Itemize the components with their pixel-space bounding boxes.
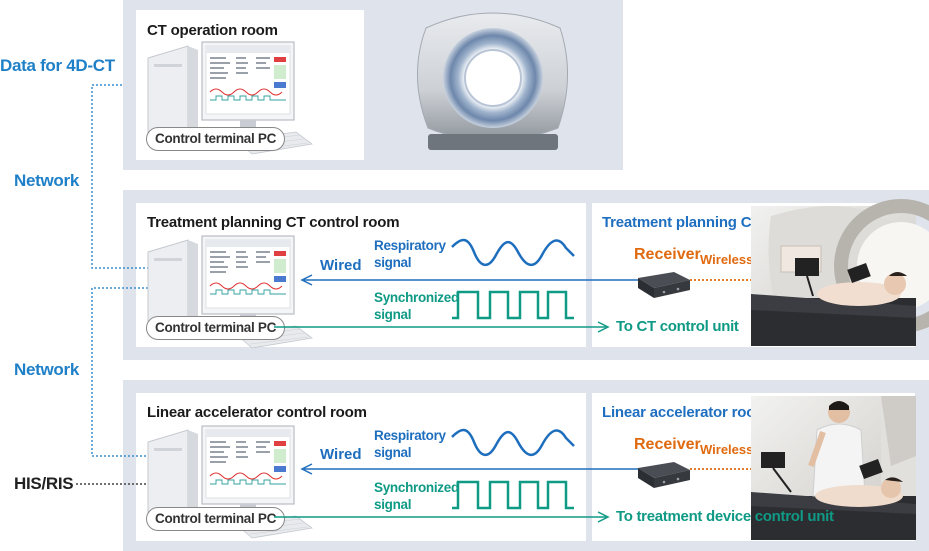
linac-room-title: Linear accelerator room — [602, 404, 769, 421]
planning-ct-room-photo — [751, 199, 929, 346]
planning-output-target-label: To CT control unit — [616, 318, 739, 335]
linac-control-pc-label: Control terminal PC — [146, 507, 286, 531]
linac-output-target-label: To treatment device control unit — [616, 508, 834, 525]
linac-receiver-device — [638, 462, 690, 488]
his-ris-label: HIS/RIS — [14, 474, 74, 493]
network-label-1: Network — [14, 171, 79, 190]
linac-wired-label: Wired — [320, 446, 362, 463]
planning-receiver-device — [638, 272, 690, 298]
ct-gantry-image — [416, 12, 569, 150]
linac-room-photo — [751, 396, 916, 540]
network-label-2: Network — [14, 360, 79, 379]
planning-control-room-title: Treatment planning CT control room — [147, 214, 400, 231]
planning-wired-label: Wired — [320, 257, 362, 274]
linac-wireless-label: Wireless — [700, 442, 754, 457]
planning-receiver-label: Receiver — [634, 246, 701, 263]
planning-wireless-label: Wireless — [700, 252, 754, 267]
ct-operation-room-title: CT operation room — [147, 22, 278, 39]
planning-control-pc-label: Control terminal PC — [146, 316, 286, 340]
linac-control-room-title: Linear accelerator control room — [147, 404, 367, 421]
ct-operation-pc-label: Control terminal PC — [146, 127, 286, 151]
data-for-4dct-label: Data for 4D-CT — [0, 56, 115, 75]
linac-receiver-label: Receiver — [634, 436, 701, 453]
